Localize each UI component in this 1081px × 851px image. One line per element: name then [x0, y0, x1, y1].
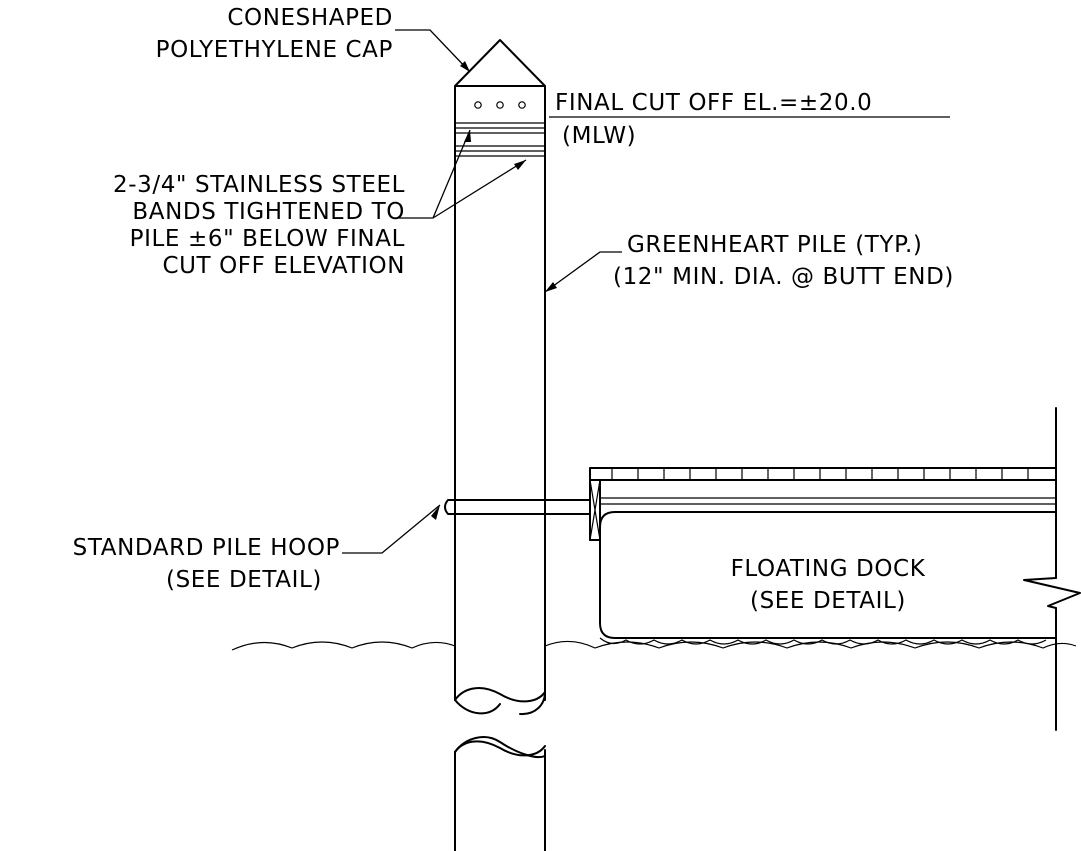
- pile-label-line2: (12" MIN. DIA. @ BUTT END): [613, 264, 954, 290]
- cutoff-label-line1: FINAL CUT OFF EL.=±20.0: [555, 90, 872, 116]
- bands-label-line3: PILE ±6" BELOW FINAL: [130, 226, 405, 252]
- bands-label-line2: BANDS TIGHTENED TO: [132, 199, 405, 225]
- cap-fastener: [496, 101, 504, 109]
- cutoff-label-line2: (MLW): [562, 123, 636, 149]
- water-surface: [231, 637, 1077, 651]
- dock-break-symbol: [1023, 577, 1081, 609]
- greenheart-pile: [454, 39, 546, 851]
- leader-lines: [342, 29, 950, 554]
- dock-label-line1: FLOATING DOCK: [731, 556, 926, 582]
- bands-label-line1: 2-3/4" STAINLESS STEEL: [113, 172, 405, 198]
- dock-decking: [589, 467, 1057, 481]
- floating-dock: [589, 407, 1081, 731]
- cap-fastener: [474, 101, 482, 109]
- bands-label-line4: CUT OFF ELEVATION: [162, 253, 405, 279]
- cap-label-line2: POLYETHYLENE CAP: [156, 37, 393, 63]
- pile-break-upper: [454, 686, 546, 703]
- cap-label-line1: CONESHAPED: [227, 5, 393, 31]
- pile-label-line1: GREENHEART PILE (TYP.): [627, 232, 922, 258]
- dock-float: [599, 511, 1057, 639]
- deck-boards: [611, 468, 1029, 480]
- hoop-label-line2: (SEE DETAIL): [166, 567, 322, 593]
- pile-hoop: [444, 499, 591, 515]
- cap-fastener: [518, 101, 526, 109]
- cone-cap: [454, 39, 546, 87]
- hoop-label-line1: STANDARD PILE HOOP: [73, 535, 340, 561]
- pile-break-lower: [454, 740, 546, 757]
- dock-label-line2: (SEE DETAIL): [750, 588, 906, 614]
